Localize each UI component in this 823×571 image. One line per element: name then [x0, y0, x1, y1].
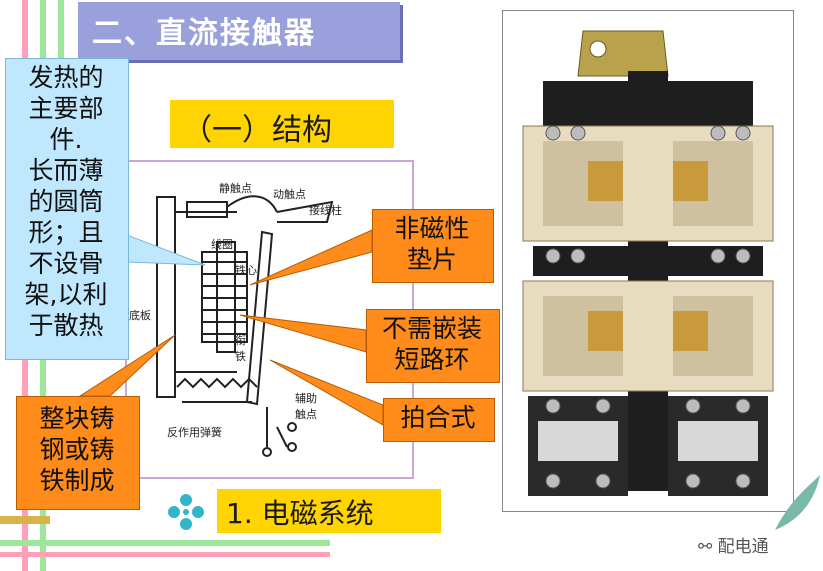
contactor-photo	[502, 10, 794, 512]
clapper-callout-text: 拍合式	[400, 403, 476, 432]
heat-callout-text: 发热的 主要部 件. 长而薄 的圆筒 形；且 不设骨 架,以利 于散热	[24, 63, 108, 340]
label-core: 铁心	[235, 264, 257, 277]
label-terminal: 接线柱	[309, 204, 342, 217]
label-moving-contact: 动触点	[273, 188, 306, 201]
contactor-photo-drawing	[503, 11, 793, 511]
wechat-icon: ⚯	[698, 537, 718, 557]
decor-stripe	[0, 540, 330, 546]
cast-callout-box	[16, 396, 140, 510]
label-coil: 线圈	[211, 238, 233, 251]
label-base-plate: 底板	[129, 309, 151, 322]
decor-stripe	[0, 552, 330, 557]
feather-decoration-icon	[775, 475, 820, 530]
clapper-callout-box	[383, 398, 495, 442]
decor-stripe	[0, 516, 50, 524]
label-aux-contact: 辅助 触点	[295, 392, 317, 421]
watermark-text: 配电通	[717, 537, 769, 557]
non-magnetic-callout-box	[372, 209, 494, 283]
label-static-contact: 静触点	[219, 182, 252, 195]
heat-callout-box	[5, 58, 129, 360]
flower-bullet-icon	[168, 494, 204, 530]
title-banner	[78, 2, 400, 60]
decor-stripe	[58, 0, 64, 60]
subsection-box	[217, 489, 441, 533]
watermark: ⚯ 配电通	[698, 532, 769, 557]
cast-callout-text: 整块铸 钢或铸 铁制成	[39, 404, 115, 495]
non-magnetic-callout-text: 非磁性 垫片	[394, 214, 470, 274]
subsection-heading: 1. 电磁系统	[226, 497, 374, 530]
section-box	[170, 100, 394, 148]
label-armature: 衔 铁	[235, 334, 246, 363]
no-ring-callout-box	[366, 309, 500, 383]
label-spring: 反作用弹簧	[167, 426, 222, 439]
page-title: 二、直流接触器	[92, 16, 316, 51]
section-heading: （一）结构	[182, 113, 332, 148]
no-ring-callout-text: 不需嵌装 短路环	[381, 314, 482, 374]
